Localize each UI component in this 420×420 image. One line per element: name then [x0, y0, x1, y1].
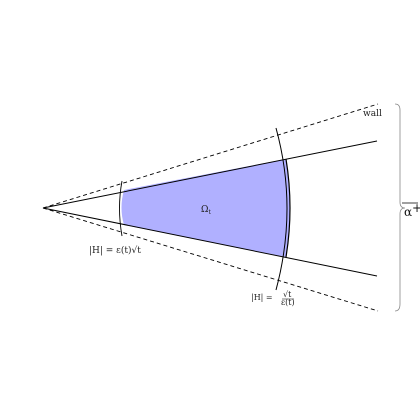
outer-radius-label: |H| = √t ε(t) — [251, 290, 295, 307]
outer-arc — [275, 127, 288, 291]
region-label: Ωt — [201, 205, 211, 216]
outer-arc-boundary — [285, 158, 291, 258]
inner-arc — [119, 180, 123, 237]
svg-text:ε(t): ε(t) — [281, 298, 295, 307]
lower-wall-ray — [42, 207, 379, 312]
right-brace — [394, 103, 406, 312]
inner-radius-label: |H| = ε(t)√t — [89, 245, 141, 256]
alpha-plus-label: α + — [402, 201, 420, 219]
upper-wall-ray — [42, 103, 379, 209]
svg-text:α: α — [404, 205, 412, 219]
lower-cone-ray — [42, 207, 378, 277]
wall-label: wall — [363, 109, 382, 119]
svg-text:√t: √t — [283, 290, 292, 299]
svg-text:+: + — [412, 201, 420, 215]
svg-text:|H| =: |H| = — [251, 293, 273, 302]
upper-cone-ray — [42, 140, 378, 209]
